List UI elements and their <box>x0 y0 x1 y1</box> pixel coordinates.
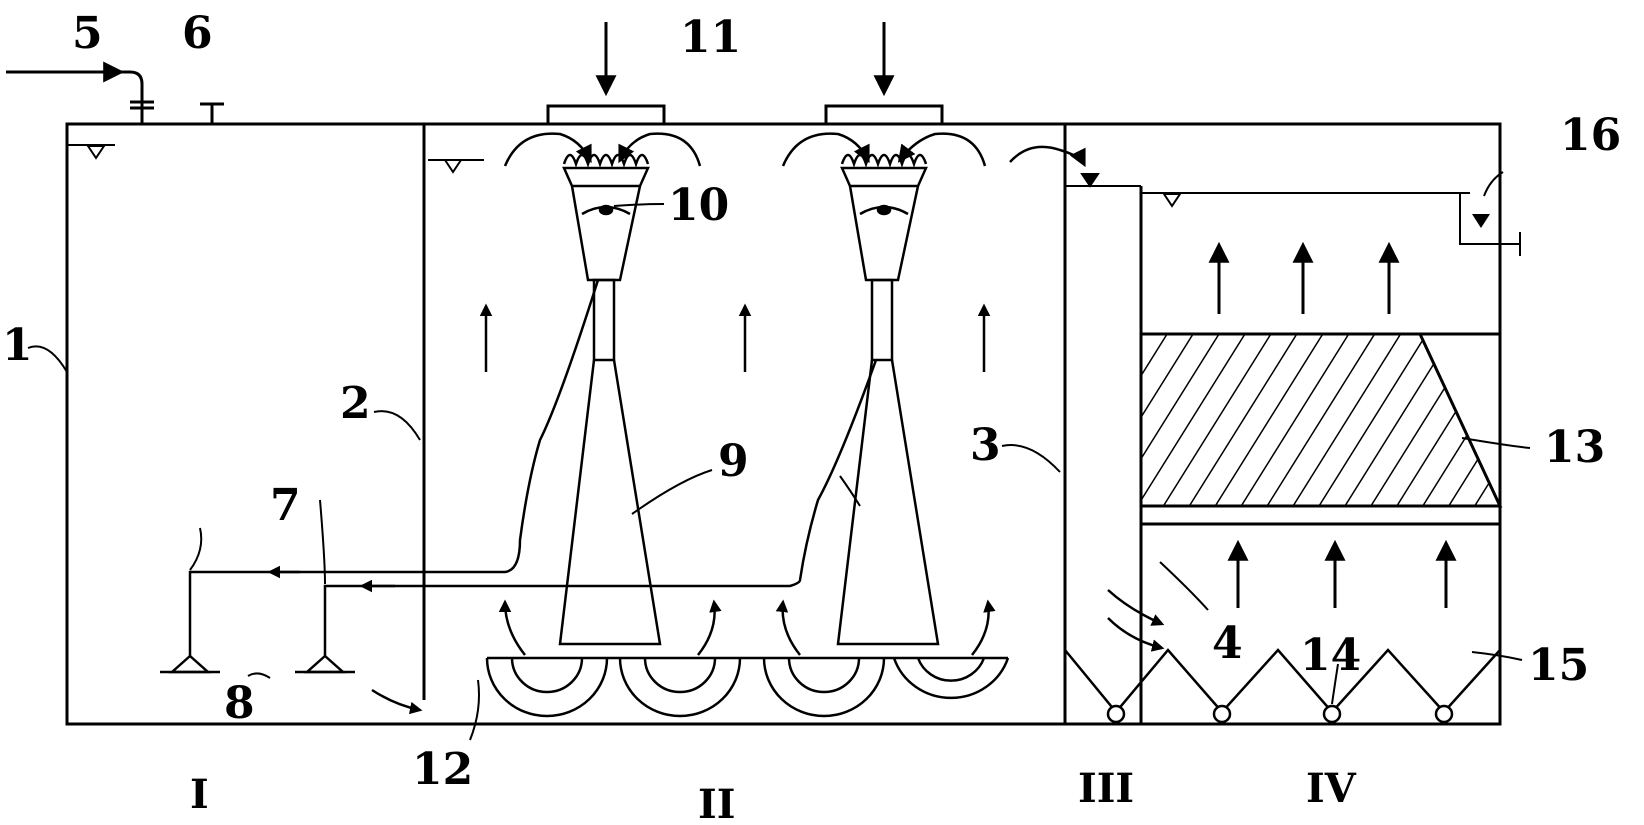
zone-label-I: I <box>190 771 209 818</box>
settling-upflow-arrows <box>1208 241 1457 608</box>
label-6: 6 <box>182 8 213 59</box>
air-diffuser <box>295 654 355 674</box>
label-4: 4 <box>1212 618 1243 669</box>
label-13: 13 <box>1544 422 1605 473</box>
label-9a: 9 <box>718 436 749 487</box>
zone-label-III: III <box>1078 765 1134 812</box>
water-level-icon <box>1080 173 1100 188</box>
label-1: 1 <box>2 320 33 371</box>
jet-reactor-left <box>518 153 662 646</box>
label-12: 12 <box>412 744 473 795</box>
bottom-circulation-arrows <box>498 599 996 656</box>
tube-settler <box>1139 332 1503 526</box>
label-11: 11 <box>680 12 741 63</box>
zone3-flow-arrows <box>1107 589 1165 652</box>
sludge-hoppers <box>1064 648 1501 724</box>
label-16: 16 <box>1560 110 1621 161</box>
upflow-arrows <box>479 303 991 372</box>
leader-lines <box>27 171 1531 741</box>
air-pipe-network <box>188 539 802 656</box>
water-level-icon <box>67 144 115 160</box>
flow-guide-bottom <box>485 656 1010 718</box>
inlet-pipe <box>6 61 154 124</box>
underflow-arrow <box>371 688 423 715</box>
label-7a: 7 <box>270 480 301 531</box>
label-2: 2 <box>340 378 371 429</box>
vent-valve <box>200 102 224 124</box>
circulation-arrows <box>503 132 1086 168</box>
zone-label-II: II <box>698 781 735 825</box>
label-14: 14 <box>1300 630 1361 681</box>
zone-label-IV: IV <box>1306 765 1357 812</box>
label-3: 3 <box>970 420 1001 471</box>
label-8: 8 <box>224 678 255 729</box>
label-5: 5 <box>72 8 103 59</box>
outlet-weir <box>1459 193 1521 256</box>
tank-outline <box>65 122 1502 726</box>
air-diffuser <box>160 654 220 674</box>
label-10: 10 <box>668 180 729 231</box>
label-15: 15 <box>1528 640 1589 691</box>
water-level-icon <box>428 159 484 174</box>
jet-reactor-right <box>798 153 940 646</box>
cover-plate-left <box>546 104 666 126</box>
water-level-icon <box>1141 192 1470 208</box>
cover-plate-right <box>824 104 944 126</box>
